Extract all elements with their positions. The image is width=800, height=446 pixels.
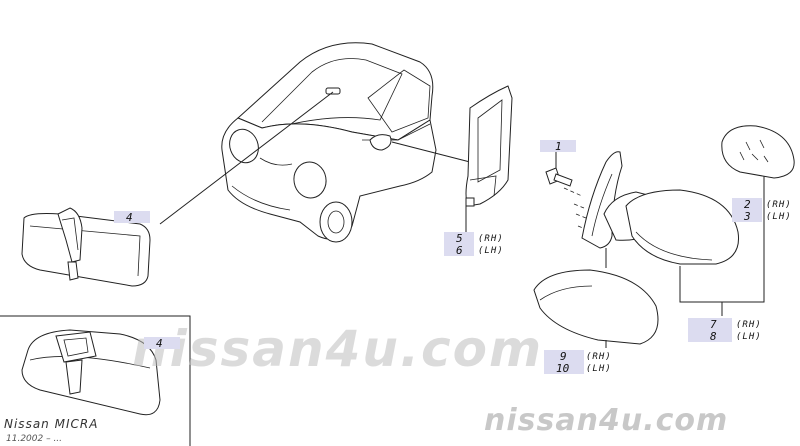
part-label-2[interactable]: 2 bbox=[744, 198, 751, 211]
label-bg-2 bbox=[732, 198, 762, 210]
side-tag-7-rh: (RH) bbox=[736, 320, 762, 330]
part-label-3[interactable]: 3 bbox=[743, 210, 751, 223]
car-illustration bbox=[221, 42, 437, 243]
side-tag-10-lh: (LH) bbox=[586, 364, 612, 374]
inset-box bbox=[0, 315, 191, 446]
leader-line-trim bbox=[391, 141, 471, 163]
side-tag-6-lh: (LH) bbox=[478, 246, 504, 256]
part-label-4-inset[interactable]: 4 bbox=[156, 337, 163, 350]
door-mirror-illustration bbox=[581, 151, 740, 268]
mirror-cover-illustration bbox=[533, 269, 659, 348]
label-bg-4 bbox=[114, 211, 150, 223]
label-bg-6 bbox=[444, 244, 474, 256]
label-bg-5 bbox=[444, 232, 474, 244]
side-tag-5-rh: (RH) bbox=[478, 234, 504, 244]
side-tag-3-lh: (LH) bbox=[766, 212, 792, 222]
part-label-4-inner-mirror[interactable]: 4 bbox=[126, 211, 133, 224]
label-bg-7 bbox=[688, 318, 732, 330]
side-tag-8-lh: (LH) bbox=[736, 332, 762, 342]
mirror-glass-illustration bbox=[721, 125, 795, 179]
part-label-1[interactable]: 1 bbox=[555, 140, 562, 153]
part-label-6[interactable]: 6 bbox=[456, 244, 463, 257]
model-name: Nissan MICRA bbox=[4, 417, 98, 431]
label-bg-10 bbox=[544, 362, 584, 374]
part-label-5[interactable]: 5 bbox=[456, 232, 463, 245]
watermark-center: nissan4u.com bbox=[132, 320, 543, 378]
part-label-7[interactable]: 7 bbox=[710, 318, 717, 331]
side-tag-2-rh: (RH) bbox=[766, 200, 792, 210]
watermark-corner: nissan4u.com bbox=[484, 403, 728, 438]
part-label-8[interactable]: 8 bbox=[710, 330, 717, 343]
leader-line-inner-mirror bbox=[159, 91, 334, 225]
inner-mirror-illustration bbox=[21, 207, 151, 287]
label-bg-9 bbox=[544, 350, 584, 362]
label-bg-4-inset bbox=[144, 337, 180, 349]
label-bg-8 bbox=[688, 330, 732, 342]
label-bg-1 bbox=[540, 140, 576, 152]
bolt-illustration bbox=[545, 150, 589, 231]
mirror-trim-illustration bbox=[465, 85, 513, 207]
part-label-9[interactable]: 9 bbox=[560, 350, 567, 363]
label-bg-3 bbox=[732, 210, 762, 222]
date-range: 11.2002 – ... bbox=[6, 434, 62, 444]
part-label-10[interactable]: 10 bbox=[556, 362, 570, 375]
side-tag-9-rh: (RH) bbox=[586, 352, 612, 362]
